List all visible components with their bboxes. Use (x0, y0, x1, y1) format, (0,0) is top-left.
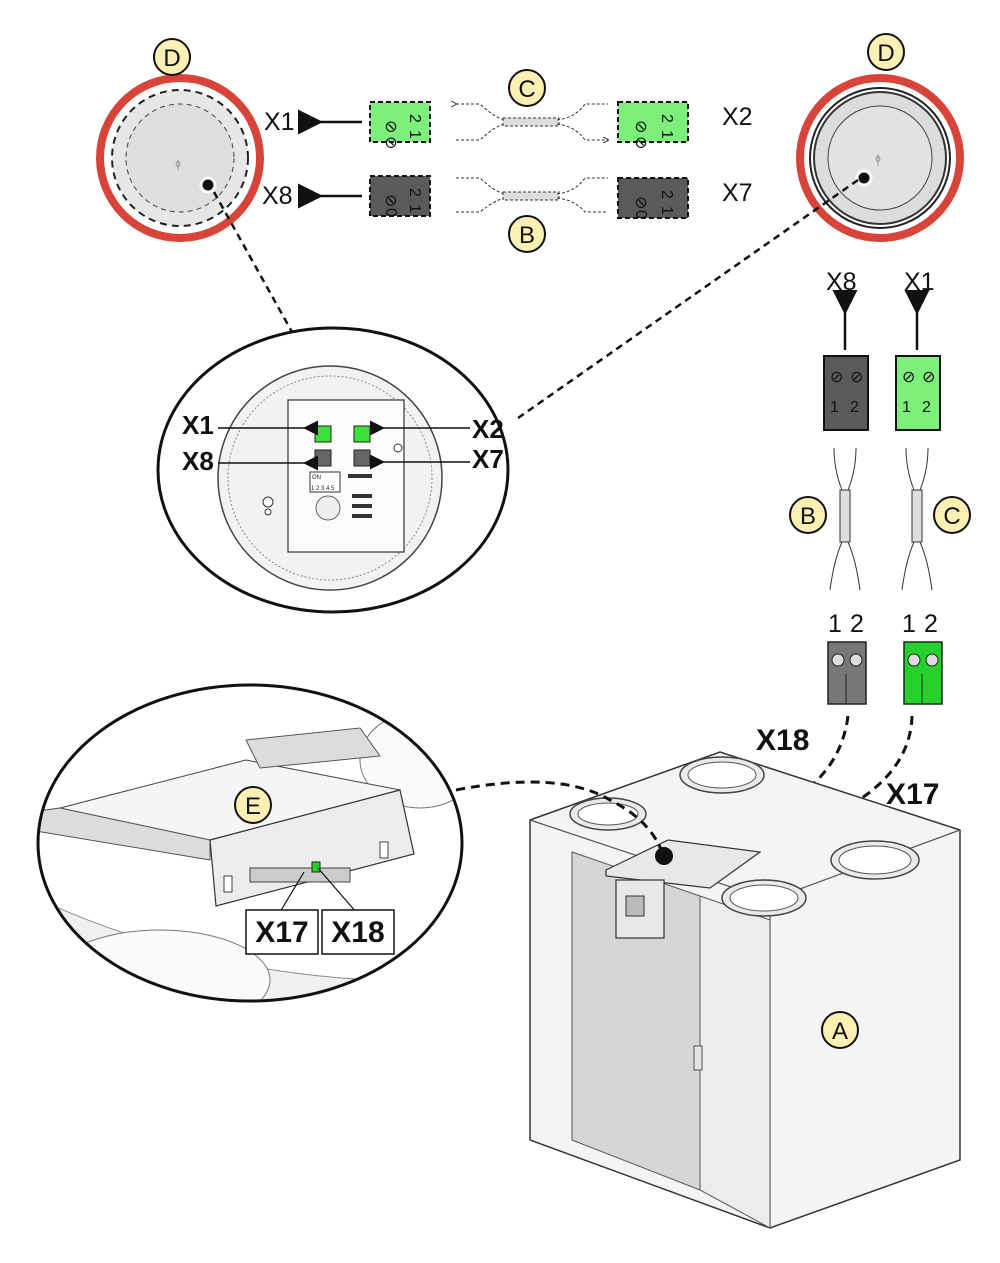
leader-e (455, 780, 664, 853)
svg-text:2: 2 (850, 610, 864, 638)
svg-text:X18: X18 (331, 916, 384, 949)
callout-e: E (234, 786, 272, 824)
plug-x17-green (903, 641, 943, 705)
leader-right (517, 178, 859, 420)
svg-text:⊘: ⊘ (902, 369, 915, 386)
svg-text:⊘: ⊘ (830, 369, 843, 386)
label-x1-top: X1 (264, 108, 295, 136)
svg-text:1: 1 (406, 204, 423, 213)
label-x18-route: X18 (756, 724, 809, 757)
callout-d-right-text: D (877, 40, 894, 67)
plug-dark-side: ⊘ ⊘ 1 2 (823, 355, 869, 431)
svg-text:2: 2 (850, 399, 859, 416)
svg-text:1: 1 (830, 399, 839, 416)
tag-x17: X17 (245, 909, 319, 955)
svg-text:2: 2 (924, 610, 938, 638)
leader-left (212, 191, 294, 333)
svg-text:1: 1 (828, 610, 842, 638)
dip-label: ON (312, 475, 321, 481)
label-x7-top: X7 (722, 179, 753, 207)
svg-text:B: B (800, 503, 816, 530)
svg-text:0: 0 (382, 208, 399, 217)
label-x8-side: X8 (826, 268, 857, 296)
label-x8-board: X8 (182, 446, 214, 476)
svg-text:0: 0 (632, 210, 649, 219)
svg-text:1: 1 (658, 206, 675, 215)
cable-c-top (456, 104, 608, 140)
label-x2-board: X2 (472, 414, 504, 444)
svg-text:⊘: ⊘ (850, 369, 863, 386)
svg-text:1: 1 (902, 610, 916, 638)
svg-text:X17: X17 (255, 916, 308, 949)
zoom-board: ON 1 2 3 4 5 (156, 326, 510, 614)
label-x17-route: X17 (886, 778, 939, 811)
svg-text:E: E (245, 793, 261, 820)
connector-dark-left: ⊘ 0 2 1 (369, 175, 431, 217)
dip-numbers: 1 2 3 4 5 (311, 486, 335, 492)
svg-text:1: 1 (902, 399, 911, 416)
svg-text:C: C (943, 503, 960, 530)
cable-b-side (829, 447, 861, 591)
tag-x18: X18 (321, 909, 395, 955)
svg-text:2: 2 (406, 114, 423, 123)
svg-text:A: A (832, 1018, 848, 1045)
callout-d-left-text: D (163, 45, 180, 72)
route-x17 (795, 715, 914, 832)
svg-text:2: 2 (922, 399, 931, 416)
cable-c-side (901, 447, 933, 591)
svg-text:2: 2 (406, 188, 423, 197)
left-controller (96, 74, 264, 242)
svg-text:⊘: ⊘ (382, 136, 399, 149)
connector-green-left: ⊘ ⊘ 2 1 (369, 101, 431, 149)
svg-text:1: 1 (406, 130, 423, 139)
label-x1-board: X1 (182, 410, 214, 440)
label-x2-top: X2 (722, 103, 753, 131)
right-controller (796, 74, 964, 242)
main-unit (529, 751, 961, 1229)
svg-text:⊘: ⊘ (382, 194, 399, 207)
cable-b-top (456, 177, 608, 213)
svg-text:⊘: ⊘ (382, 120, 399, 133)
connector-green-right: ⊘ ⊘ 2 1 (617, 101, 689, 149)
svg-text:1: 1 (658, 130, 675, 139)
svg-text:⊘: ⊘ (632, 136, 649, 149)
plug-x18-dark (827, 641, 867, 705)
connector-dark-right: ⊘ 0 2 1 (617, 177, 689, 219)
label-x1-side: X1 (904, 268, 935, 296)
label-x7-board: X7 (472, 444, 504, 474)
callout-d-left: D (153, 38, 191, 76)
svg-text:2: 2 (658, 114, 675, 123)
callout-c-side: C (933, 496, 971, 534)
label-x8-top: X8 (262, 182, 293, 210)
svg-text:⊘: ⊘ (632, 120, 649, 133)
svg-text:⊘: ⊘ (632, 196, 649, 209)
callout-a: A (821, 1011, 859, 1049)
svg-text:2: 2 (658, 190, 675, 199)
plug-green-side: ⊘ ⊘ 1 2 (895, 355, 941, 431)
svg-text:⊘: ⊘ (922, 369, 935, 386)
svg-text:C: C (518, 76, 535, 103)
callout-d-right: D (867, 33, 905, 71)
callout-c-top: C (508, 69, 546, 107)
svg-text:B: B (519, 222, 535, 249)
callout-b-side: B (789, 496, 827, 534)
zoom-unit-top (36, 683, 464, 1003)
callout-b-top: B (508, 215, 546, 253)
